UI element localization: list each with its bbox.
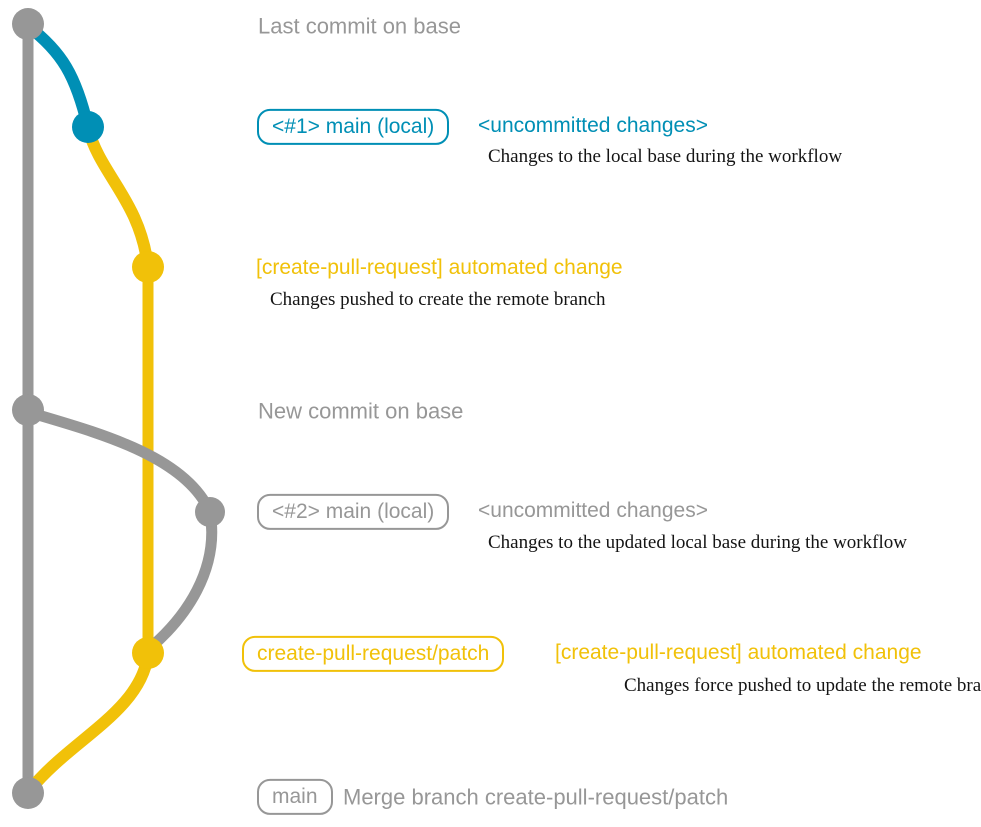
caption-pushed-to-create-branch: Changes pushed to create the remote bran… <box>270 289 606 311</box>
commit-dot-merge <box>12 777 44 809</box>
caption-updated-local-base-changes: Changes to the updated local base during… <box>488 532 907 554</box>
branch-tag-main-local-1: <#1> main (local) <box>257 108 450 146</box>
local-main-branch-curve <box>24 21 94 129</box>
label-automated-change-1: [create-pull-request] automated change <box>256 255 623 279</box>
patch-merge-curve <box>25 653 154 794</box>
branch-tag-main-label: main <box>257 778 333 816</box>
label-uncommitted-changes-2: <uncommitted changes> <box>478 498 708 522</box>
branch-tag-main-local-2: <#2> main (local) <box>257 493 450 531</box>
branch-tag-patch-label: create-pull-request/patch <box>242 635 505 673</box>
updated-base-to-patch-curve <box>146 511 218 653</box>
commit-dot-local-main-2 <box>195 497 225 527</box>
branch-tag-patch: create-pull-request/patch <box>242 635 505 673</box>
branch-tag-main-local-2-label: <#2> main (local) <box>257 493 450 531</box>
branch-tag-main-local-1-label: <#1> main (local) <box>257 108 450 146</box>
caption-local-base-changes: Changes to the local base during the wor… <box>488 146 843 168</box>
label-automated-change-2: [create-pull-request] automated change <box>555 640 922 664</box>
commit-dot-last-base <box>12 8 44 40</box>
updated-base-branch-curve <box>26 406 216 515</box>
caption-force-pushed-update: Changes force pushed to update the remot… <box>624 675 981 697</box>
label-new-commit-on-base: New commit on base <box>258 398 464 424</box>
commit-dot-local-main-1 <box>72 111 104 143</box>
label-merge-branch-message: Merge branch create-pull-request/patch <box>343 784 729 810</box>
label-uncommitted-changes-1: <uncommitted changes> <box>478 113 708 137</box>
label-last-commit-on-base: Last commit on base <box>258 13 461 39</box>
commit-dot-automated-change-1 <box>132 251 164 283</box>
branch-tag-main: main <box>257 778 333 816</box>
commit-dot-automated-change-2 <box>132 637 164 669</box>
patch-branch-out-curve <box>82 126 154 268</box>
commit-dot-new-base <box>12 394 44 426</box>
